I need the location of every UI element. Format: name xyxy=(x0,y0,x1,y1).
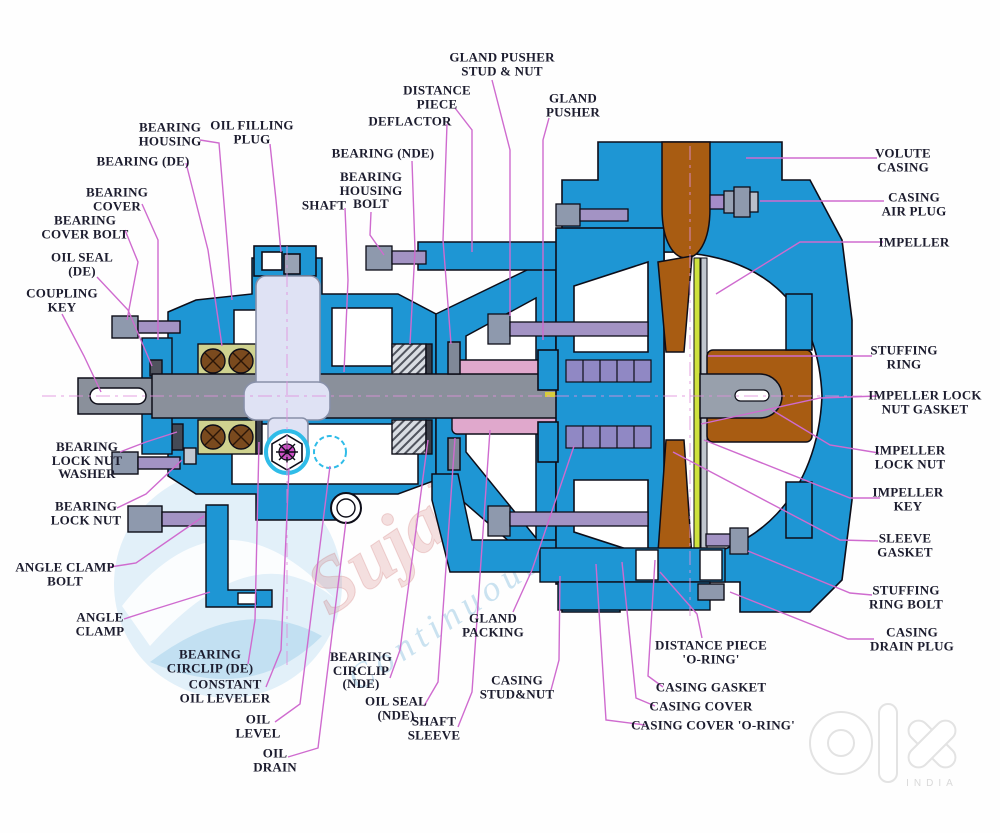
centerlines xyxy=(42,146,862,670)
leader-lines xyxy=(61,79,884,758)
leader-casing-cover xyxy=(621,561,656,707)
discharge-passage xyxy=(661,141,711,259)
leader-gland-pusher xyxy=(542,117,550,340)
leader-casing-cover-o-ring xyxy=(595,563,646,726)
leader-bearing-lock-nut xyxy=(116,459,183,509)
leader-oil-seal-nde xyxy=(423,437,456,707)
leader-shaft-sleeve xyxy=(457,429,491,728)
gland-pusher-stud xyxy=(487,313,511,345)
casing-stud-top xyxy=(555,203,581,227)
casing-drain-plug-part xyxy=(697,583,725,601)
leader-bearing-cover xyxy=(141,203,159,340)
distance-piece-arm xyxy=(417,241,565,271)
leader-oil-seal-de xyxy=(96,276,153,367)
angle-clamp-group xyxy=(127,504,273,608)
leader-bearing-cover-bolt xyxy=(124,229,139,321)
leader-deflactor xyxy=(442,123,452,345)
leader-bearing-housing xyxy=(199,139,233,301)
leader-bearing-nde xyxy=(409,160,416,345)
stuffing-ring-bolt-part xyxy=(705,533,733,547)
deflactor-part xyxy=(447,341,461,375)
leader-casing-drain-plug xyxy=(729,591,874,640)
bearing-nde-top xyxy=(391,343,427,379)
leader-distance-piece xyxy=(454,107,473,252)
leader-gland-pusher-stud-nut xyxy=(491,79,511,316)
leader-coupling-key xyxy=(61,313,102,393)
leader-sleeve-gasket xyxy=(672,451,879,542)
leader-distance-piece-o-ring xyxy=(659,571,703,639)
bearing-housing-bolt-part xyxy=(365,245,393,271)
leader-casing-gasket xyxy=(647,559,664,688)
bearing-lock-nut-washer-part xyxy=(171,423,184,451)
bearing-lock-nut-part xyxy=(183,447,197,465)
leader-bearing-circlip-nde xyxy=(389,439,429,679)
leader-angle-clamp xyxy=(123,591,211,620)
olx-logo: INDIA xyxy=(809,703,958,789)
casing-gasket-part xyxy=(693,257,701,555)
leader-bearing-lock-nut-washer xyxy=(119,431,178,453)
casing-air-plug-part xyxy=(709,194,725,210)
impeller-part xyxy=(657,255,693,353)
angle-clamp-part xyxy=(205,504,273,608)
oil-leveler-body xyxy=(255,275,321,393)
bearing-nde-bottom xyxy=(391,419,427,455)
leader-shaft xyxy=(343,207,349,373)
bearing-cover-bolt-top xyxy=(111,315,139,339)
gland-packing-group xyxy=(565,359,652,449)
leader-bearing-circlip-de xyxy=(247,441,260,665)
bearing-cover-bolt-bottom xyxy=(111,451,139,475)
leader-impeller-lock-nut xyxy=(771,409,880,454)
leader-bearing-de xyxy=(185,162,223,347)
leader-bearing-housing-bolt xyxy=(369,211,385,256)
leader-constant-oil-leveler xyxy=(265,467,290,688)
leader-gland-packing xyxy=(512,445,575,613)
oil-sights xyxy=(264,429,362,524)
casing-feet xyxy=(539,547,726,611)
leader-impeller-lock-nut-gasket xyxy=(700,395,878,425)
leader-oil-drain xyxy=(287,520,347,758)
leader-oil-filling-plug xyxy=(269,143,282,253)
bearing-circlip-nde-part xyxy=(425,343,433,379)
leader-angle-clamp-bolt xyxy=(109,515,205,568)
leader-casing-stud-nut xyxy=(550,575,561,691)
olx-region-caption: INDIA xyxy=(906,778,958,789)
leader-stuffing-ring-bolt xyxy=(747,550,873,596)
leader-oil-level xyxy=(274,465,331,723)
leader-impeller xyxy=(715,241,883,295)
leader-impeller-key xyxy=(703,439,880,499)
gland-pusher-part xyxy=(537,349,559,391)
angle-clamp-bolt-part xyxy=(127,505,163,533)
